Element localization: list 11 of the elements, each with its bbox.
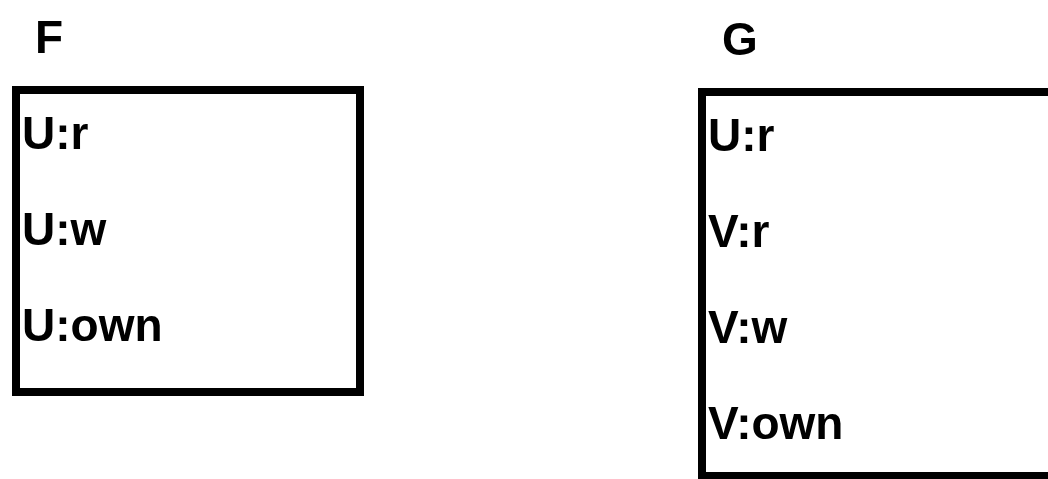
- permission-entry: U:own: [22, 302, 163, 348]
- permission-entry: U:r: [22, 110, 89, 156]
- permission-entry: V:w: [708, 304, 788, 350]
- permission-entry: V:own: [708, 400, 844, 446]
- access-list-box: [12, 86, 364, 396]
- permission-entry: V:r: [708, 208, 770, 254]
- box-heading: F: [35, 14, 64, 60]
- permission-entry: U:w: [22, 206, 107, 252]
- access-list-box: [698, 88, 1048, 479]
- permission-entry: U:r: [708, 112, 775, 158]
- box-heading: G: [722, 16, 758, 62]
